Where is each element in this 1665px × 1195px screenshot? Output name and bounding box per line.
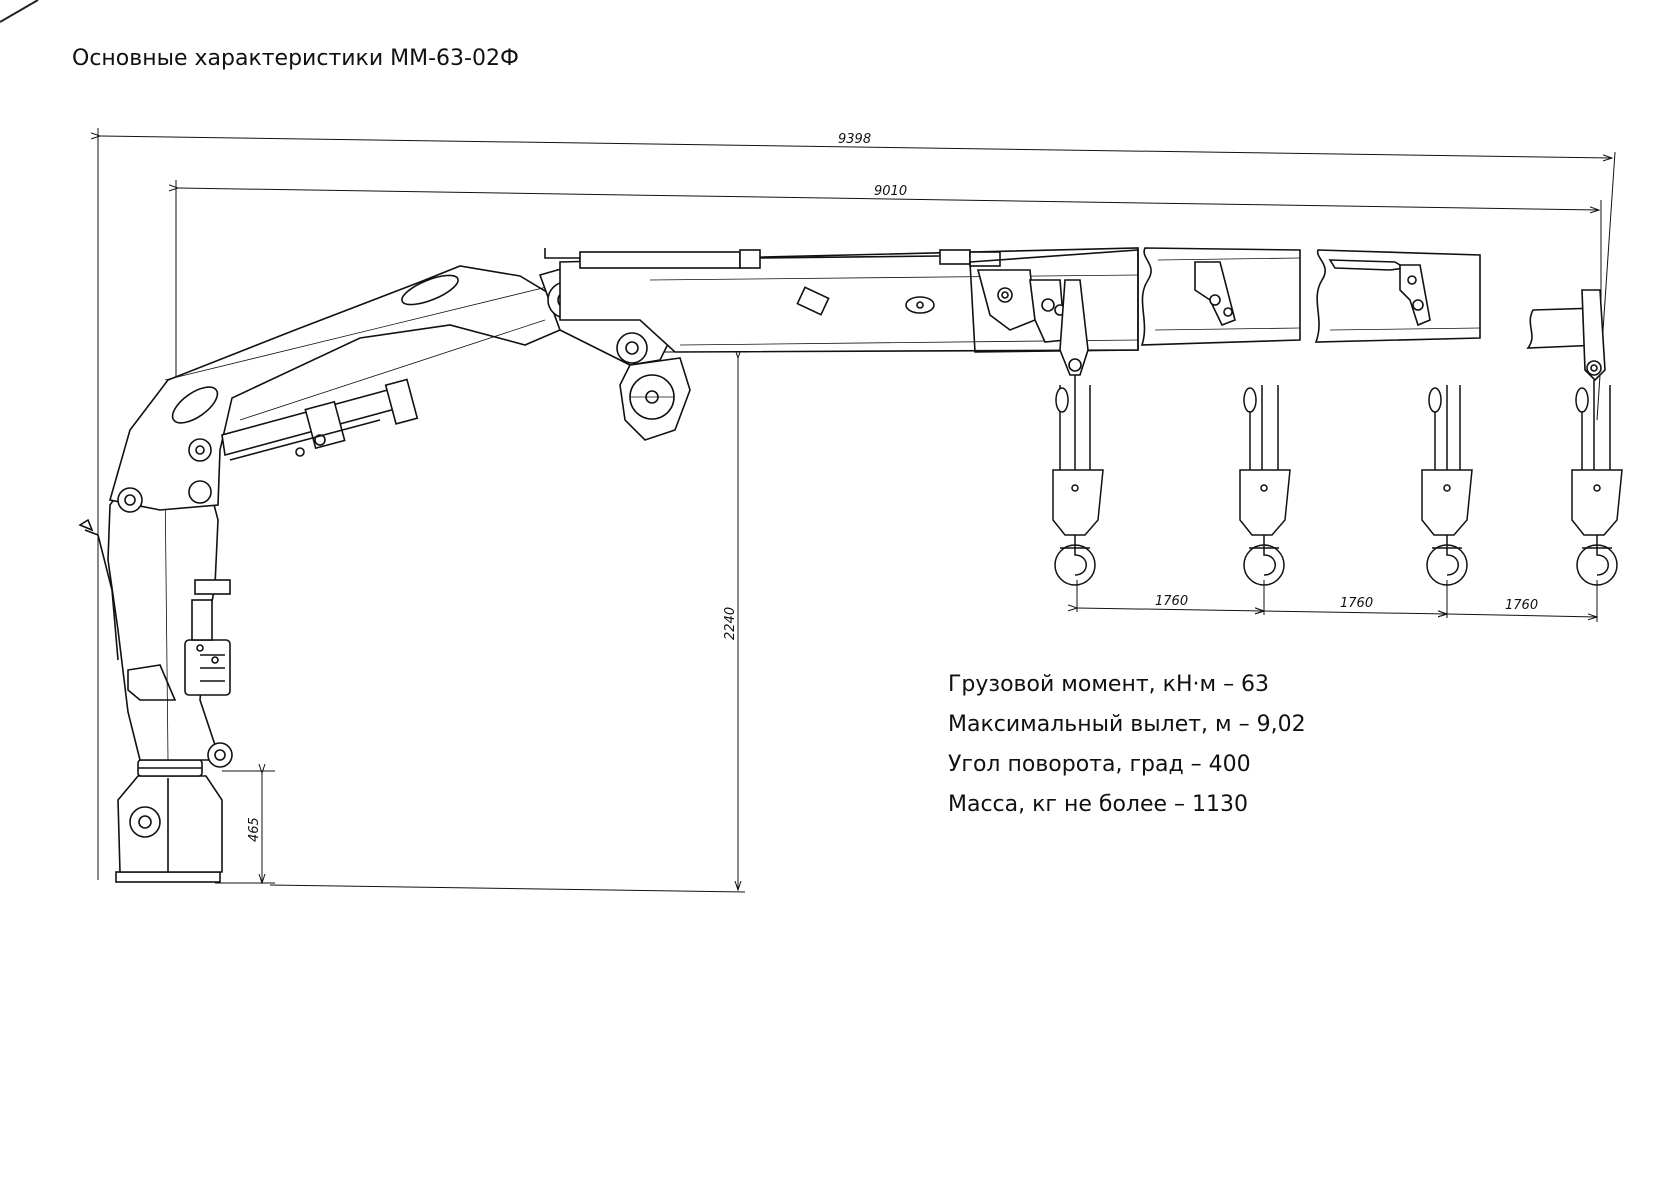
hook-block-1 <box>1052 375 1104 586</box>
dim-label-overall-length: 9398 <box>838 132 871 147</box>
dim-label-height: 2240 <box>723 607 738 640</box>
dim-label-hook-spacing-3: 1760 <box>1505 598 1538 613</box>
dimension-hook-spacing <box>1077 580 1597 622</box>
specifications-list: Грузовой момент, кН·м – 63 Максимальный … <box>948 665 1306 825</box>
dimension-base-height <box>215 771 275 883</box>
crane-telescope-section-2 <box>1140 247 1301 346</box>
crane-lift-cylinder <box>221 378 419 461</box>
spec-max-reach: Максимальный вылет, м – 9,02 <box>948 712 1306 737</box>
crane-column <box>78 469 233 768</box>
spec-mass: Масса, кг не более – 1130 <box>948 792 1249 817</box>
scan-mark <box>0 0 39 23</box>
hook-block-2 <box>1239 385 1291 586</box>
hook-block-3 <box>1421 385 1473 586</box>
dim-label-max-reach: 9010 <box>874 184 907 199</box>
crane-base <box>115 759 223 883</box>
spec-slewing-angle: Угол поворота, град – 400 <box>948 752 1251 777</box>
dim-label-hook-spacing-2: 1760 <box>1340 596 1373 611</box>
crane-inner-boom <box>108 265 561 513</box>
crane-boom-tip <box>1526 289 1606 382</box>
dim-label-base-height: 465 <box>247 817 262 842</box>
spec-load-moment: Грузовой момент, кН·м – 63 <box>948 672 1270 697</box>
dim-label-hook-spacing-1: 1760 <box>1155 594 1188 609</box>
crane-telescope-section-3 <box>1314 249 1481 343</box>
dimension-overall-length <box>98 128 1616 880</box>
hook-block-4 <box>1571 380 1623 586</box>
page-title: Основные характеристики ММ-63-02Ф <box>72 46 519 71</box>
crane-telescope-section-1 <box>969 249 1139 376</box>
